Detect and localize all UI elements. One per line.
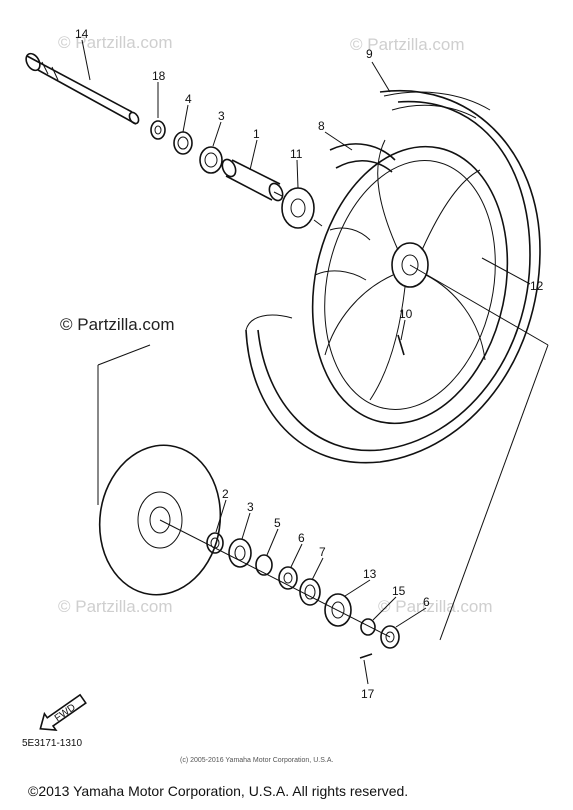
gear-unit-11 xyxy=(273,187,323,229)
axle xyxy=(25,52,140,125)
callout-3: 3 xyxy=(218,109,225,123)
callout-10: 10 xyxy=(399,307,413,321)
callout-9: 9 xyxy=(366,47,373,61)
callout-13: 13 xyxy=(363,567,377,581)
callout-14: 14 xyxy=(75,27,89,41)
callout-3-lower: 3 xyxy=(247,500,254,514)
forward-arrow-label: FWD xyxy=(53,702,78,724)
watermark-top-right: © Partzilla.com xyxy=(350,35,465,54)
callout-4: 4 xyxy=(185,92,192,106)
callout-7: 7 xyxy=(319,545,326,559)
callout-6-lower: 6 xyxy=(423,595,430,609)
watermark-top-left: © Partzilla.com xyxy=(58,33,173,52)
callout-2: 2 xyxy=(222,487,229,501)
lower-hardware xyxy=(206,532,400,659)
forward-arrow-icon: FWD xyxy=(39,693,87,732)
diagram-code: 5E3171-1310 xyxy=(22,738,82,749)
footer-copyright: ©2013 Yamaha Motor Corporation, U.S.A. A… xyxy=(28,783,408,799)
callout-17: 17 xyxy=(361,687,375,701)
callout-15: 15 xyxy=(392,584,406,598)
callout-leaders xyxy=(81,39,531,685)
callout-1: 1 xyxy=(253,127,260,141)
watermark-bottom-right: © Partzilla.com xyxy=(378,597,493,616)
small-copyright: (c) 2005-2016 Yamaha Motor Corporation, … xyxy=(180,757,333,764)
callout-18: 18 xyxy=(152,69,166,83)
oil-seal-top xyxy=(173,131,193,155)
assembly-guide-lines xyxy=(97,264,549,641)
watermark-bottom-left: © Partzilla.com xyxy=(58,597,173,616)
callout-12: 12 xyxy=(530,279,544,293)
callout-5: 5 xyxy=(274,516,281,530)
spacer-1 xyxy=(221,158,284,202)
callout-11: 11 xyxy=(290,147,303,161)
callout-6: 6 xyxy=(298,531,305,545)
collar-18 xyxy=(150,120,166,140)
bearing-top xyxy=(199,146,223,174)
brake-disc xyxy=(98,444,222,596)
callout-8: 8 xyxy=(318,119,325,133)
watermark-middle-left: © Partzilla.com xyxy=(60,315,175,334)
wheel-assembly xyxy=(245,89,541,464)
